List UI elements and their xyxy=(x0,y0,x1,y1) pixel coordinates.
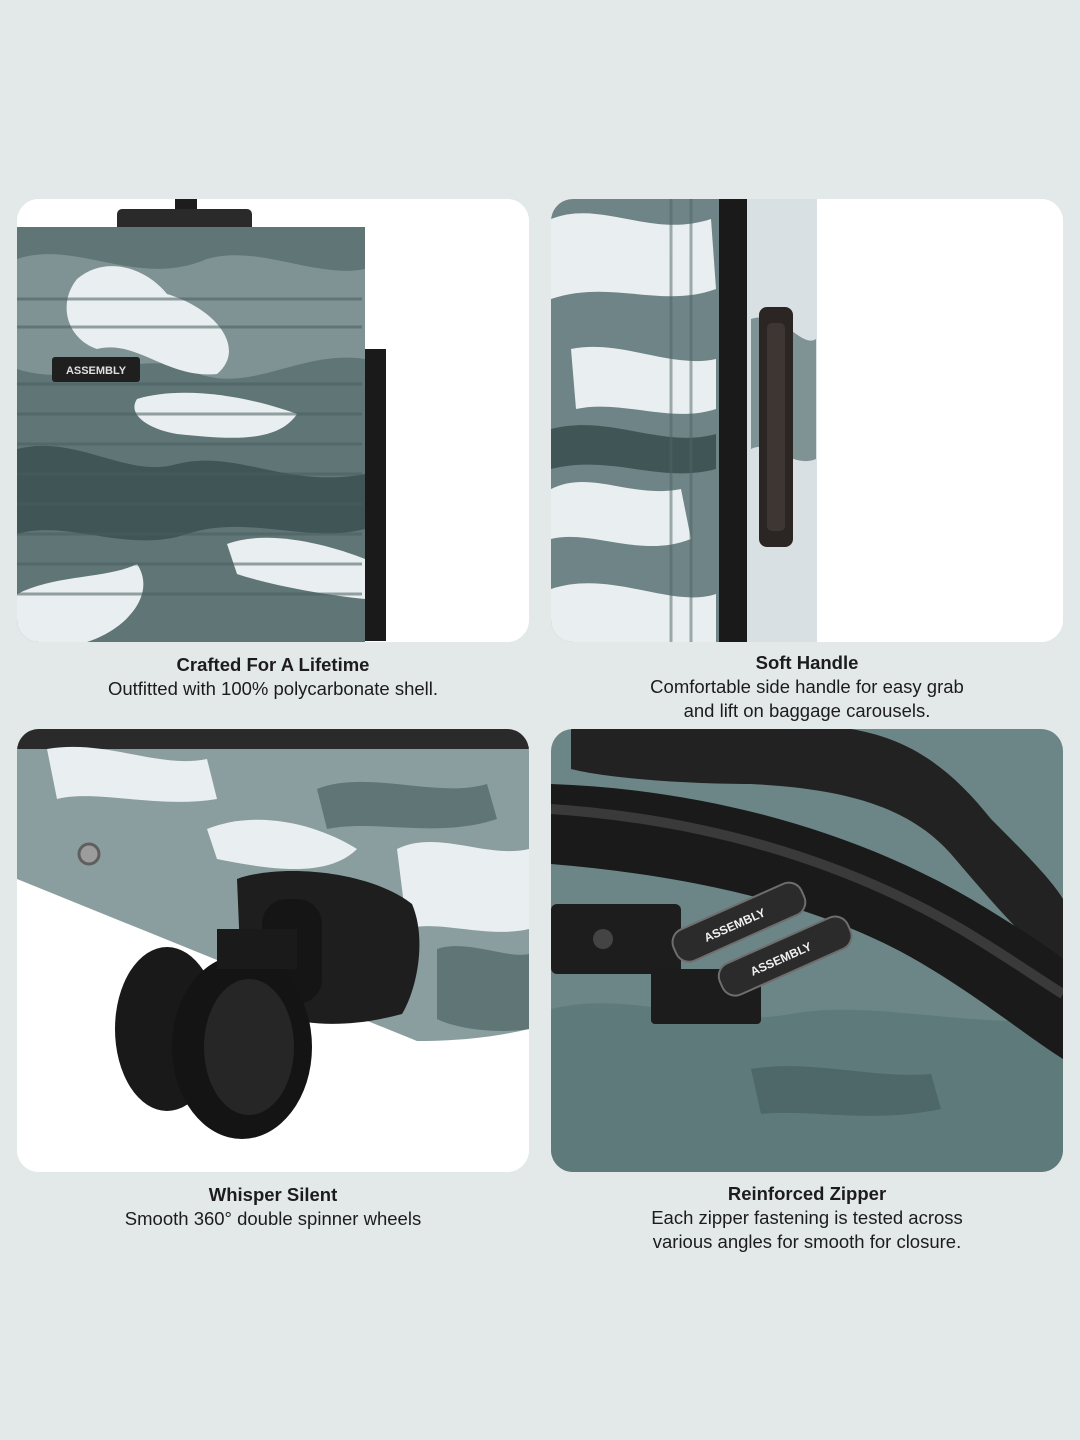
feature-title: Soft Handle xyxy=(755,652,859,673)
feature-caption-3: Whisper Silent Smooth 360° double spinne… xyxy=(17,1183,529,1231)
brand-badge-text: ASSEMBLY xyxy=(66,365,127,377)
feature-desc-line: various angles for smooth for closure. xyxy=(652,1231,962,1252)
feature-caption-4: Reinforced Zipper Each zipper fastening … xyxy=(551,1182,1063,1254)
feature-caption-2: Soft Handle Comfortable side handle for … xyxy=(551,651,1063,723)
tsa-lock xyxy=(551,904,681,974)
feature-desc-line: Each zipper fastening is tested across xyxy=(651,1207,963,1228)
suitcase-front-illustration: ASSEMBLY xyxy=(17,199,529,642)
feature-desc-line: Smooth 360° double spinner wheels xyxy=(124,1208,422,1229)
feature-caption-1: Crafted For A Lifetime Outfitted with 10… xyxy=(17,653,529,701)
photo-spinner-wheels xyxy=(17,729,529,1172)
zipper-lock-illustration: ASSEMBLY ASSEMBLY xyxy=(551,729,1063,1172)
feature-desc-line: Comfortable side handle for easy grab xyxy=(650,676,964,697)
top-handle xyxy=(571,729,1063,969)
photo-zipper-lock: ASSEMBLY ASSEMBLY xyxy=(551,729,1063,1172)
brand-badge xyxy=(52,357,140,382)
photo-side-handle xyxy=(551,199,1063,642)
photo-suitcase-front: ASSEMBLY xyxy=(17,199,529,642)
feature-title: Reinforced Zipper xyxy=(727,1183,887,1204)
feature-title: Whisper Silent xyxy=(208,1184,338,1205)
spinner-wheels-illustration xyxy=(17,729,529,1172)
feature-desc-line: Outfitted with 100% polycarbonate shell. xyxy=(107,678,439,699)
side-handle-illustration xyxy=(551,199,1063,642)
feature-desc-line: and lift on baggage carousels. xyxy=(683,700,931,721)
feature-title: Crafted For A Lifetime xyxy=(176,654,370,675)
